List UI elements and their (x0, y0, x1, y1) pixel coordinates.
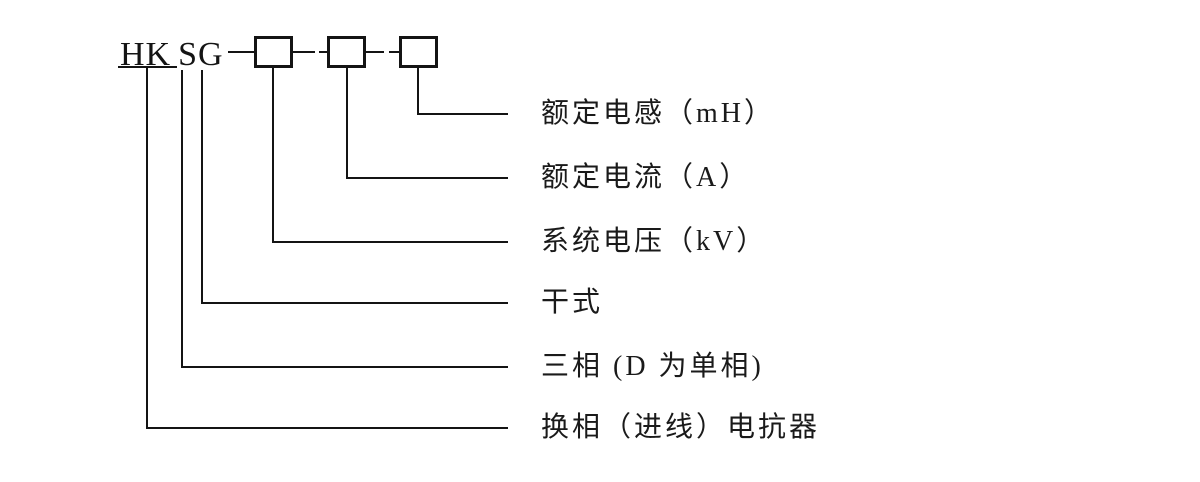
leader-box3-horizontal (417, 113, 508, 115)
label-rated-inductance: 额定电感（mH） (541, 98, 776, 129)
leader-box2-vertical (346, 68, 348, 179)
leader-hk-vertical (146, 67, 148, 429)
connector-box2-to-box3-b (389, 51, 399, 53)
label-phase: 三相 (D 为单相) (541, 351, 764, 382)
leader-box3-vertical (417, 68, 419, 115)
label-rated-current: 额定电流（A） (541, 162, 751, 193)
leader-g-vertical (201, 70, 203, 304)
leader-box1-horizontal (272, 241, 508, 243)
digit-box-3 (399, 36, 438, 68)
model-code-suffix-part: SG (178, 36, 224, 73)
digit-box-2 (327, 36, 366, 68)
leader-hk-horizontal (146, 427, 508, 429)
leader-g-horizontal (201, 302, 508, 304)
connector-box2-to-box3-a (365, 51, 384, 53)
connector-box1-to-box2-b (319, 51, 327, 53)
model-code-underlined-part: HK (120, 36, 172, 73)
leader-s-horizontal (181, 366, 508, 368)
leader-box2-horizontal (346, 177, 508, 179)
label-reactor-type: 换相（进线）电抗器 (541, 412, 821, 443)
label-system-voltage: 系统电压（kV） (541, 226, 768, 257)
leader-s-vertical (181, 70, 183, 368)
digit-box-1 (254, 36, 293, 68)
leader-box1-vertical (272, 68, 274, 243)
connector-box1-to-box2-a (293, 51, 315, 53)
label-dry-type: 干式 (541, 287, 604, 318)
connector-code-to-box1 (228, 51, 254, 53)
